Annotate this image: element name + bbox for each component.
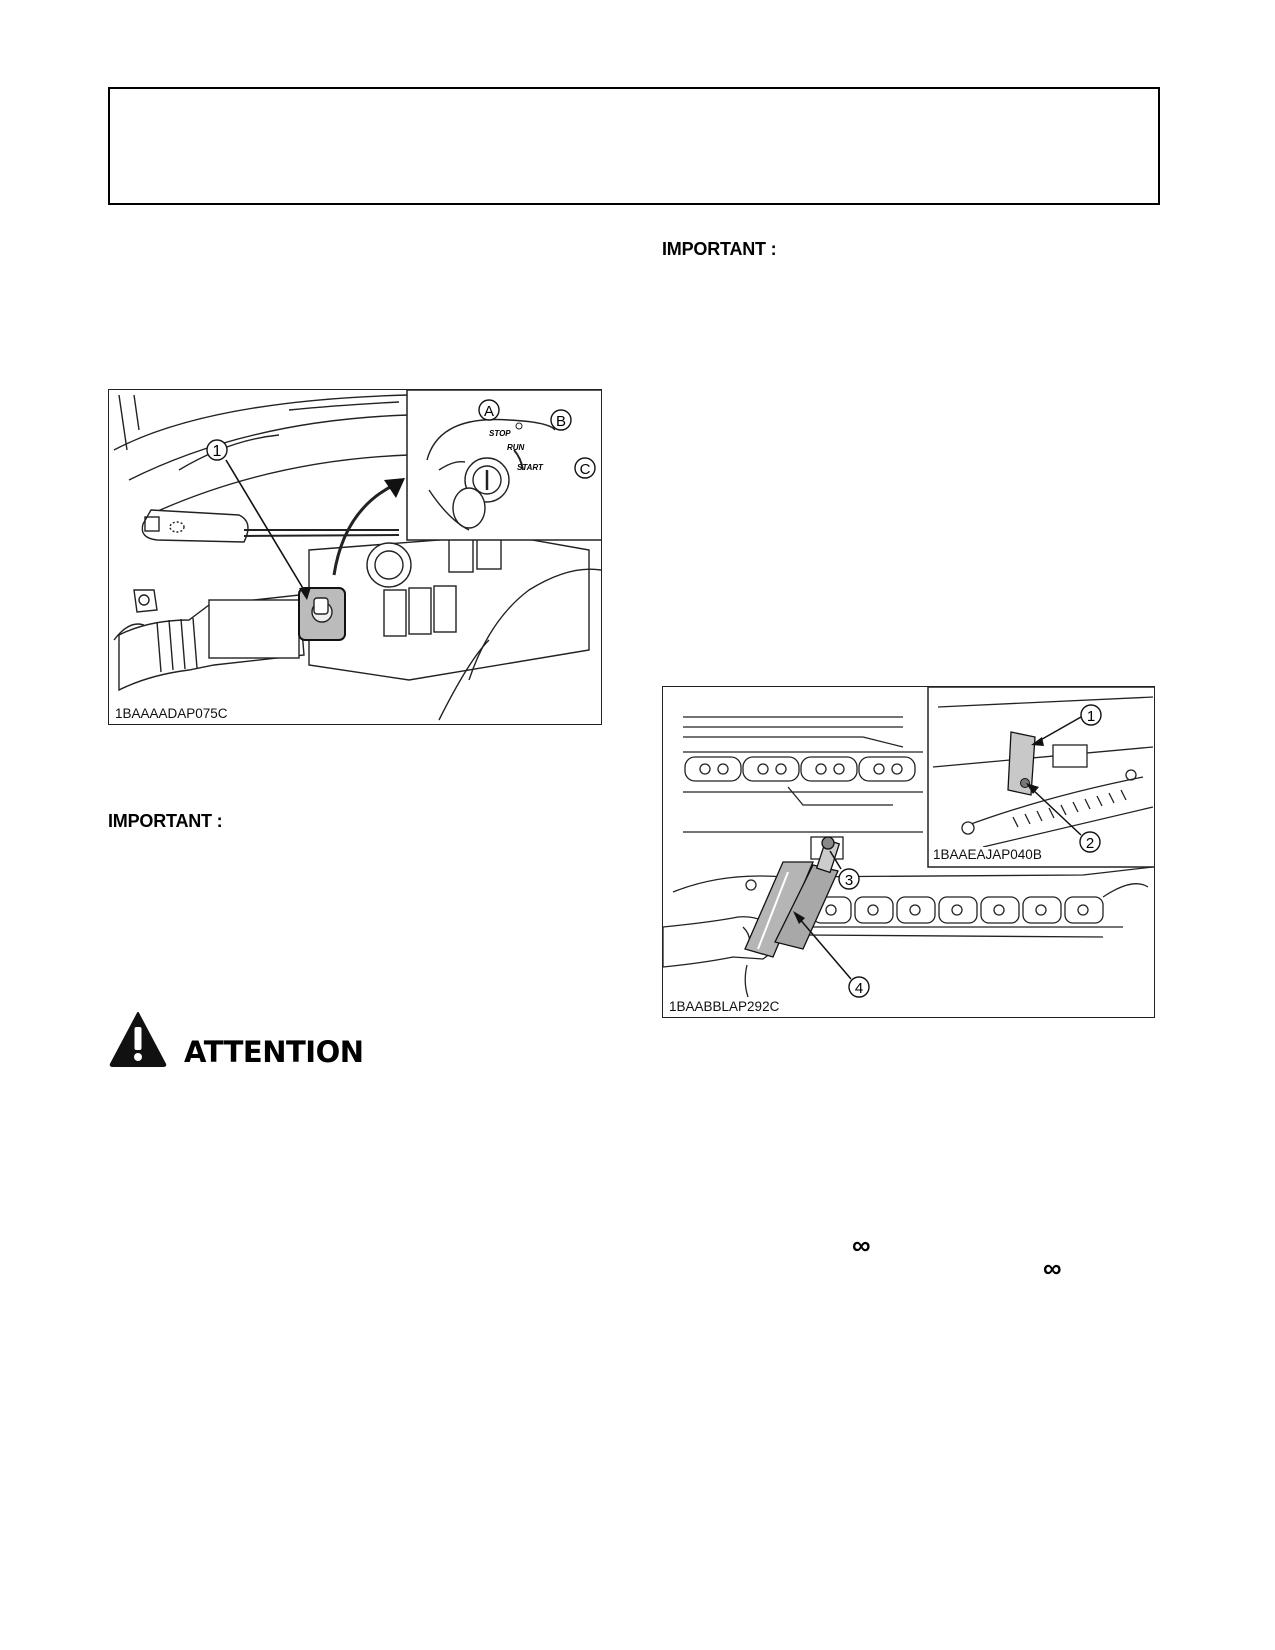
callout-c: C bbox=[580, 461, 591, 478]
infinity-symbol-1: ∞ bbox=[852, 1230, 871, 1260]
important-heading-left: IMPORTANT : bbox=[108, 811, 223, 831]
header-box bbox=[108, 87, 1160, 205]
callout-3: 3 bbox=[845, 872, 853, 889]
figure-track-grease: 1 2 3 4 1BAAEAJAP040B 1BAABBLAP292C bbox=[662, 686, 1155, 1018]
track-grease-illustration: 1 2 3 4 bbox=[663, 687, 1154, 998]
key-label-start: START bbox=[517, 463, 544, 472]
figure-key-switch: 1 STOP RUN START A B C 1BAAAADAP075C bbox=[108, 389, 602, 725]
figure2-inset-code: 1BAAEAJAP040B bbox=[931, 847, 1044, 862]
callout-1: 1 bbox=[1087, 708, 1095, 725]
key-label-run: RUN bbox=[507, 443, 525, 452]
callout-b: B bbox=[556, 413, 566, 430]
callout-1: 1 bbox=[213, 443, 222, 460]
attention-title: ATTENTION bbox=[184, 1035, 364, 1069]
callout-2: 2 bbox=[1086, 835, 1094, 852]
key-label-stop: STOP bbox=[489, 429, 511, 438]
callout-a: A bbox=[484, 403, 494, 420]
figure1-code: 1BAAAADAP075C bbox=[113, 706, 230, 721]
important-heading-right: IMPORTANT : bbox=[662, 239, 777, 259]
figure2-main-code: 1BAABBLAP292C bbox=[667, 999, 782, 1014]
callout-4: 4 bbox=[855, 980, 863, 997]
key-switch-illustration: 1 STOP RUN START A B C bbox=[113, 390, 601, 721]
warning-triangle-icon bbox=[108, 1010, 168, 1068]
infinity-symbol-2: ∞ bbox=[1043, 1253, 1062, 1283]
